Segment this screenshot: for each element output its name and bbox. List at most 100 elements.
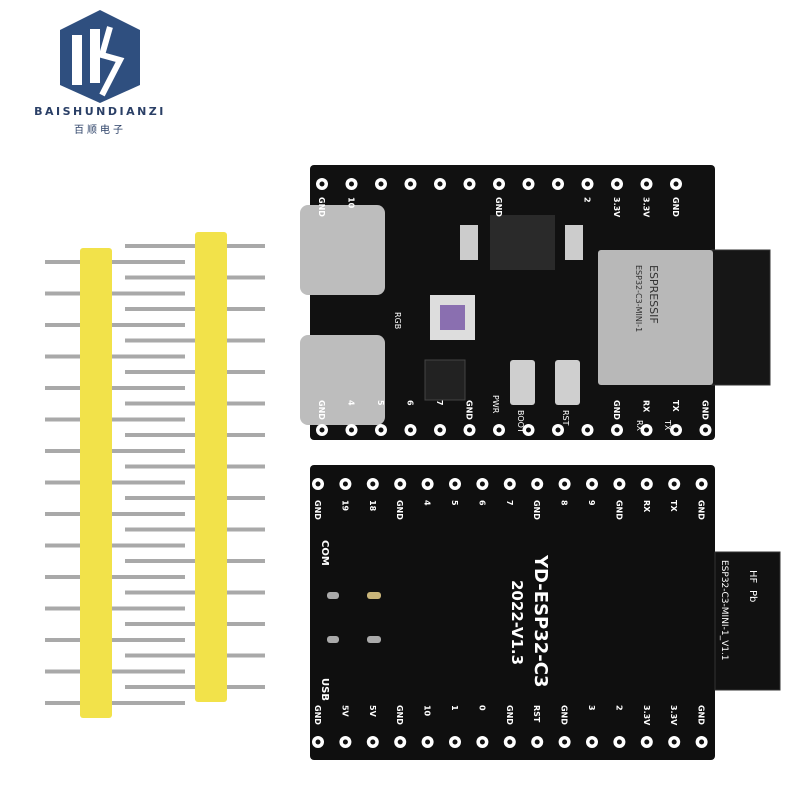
- pb-mark: Pb: [747, 590, 758, 602]
- pin-label: GND: [532, 500, 541, 520]
- capacitor: [460, 225, 478, 260]
- boot-button[interactable]: [510, 360, 535, 405]
- pin-hole-center: [644, 427, 649, 433]
- pin-hole-center: [526, 181, 531, 187]
- boot-label: BOOT: [516, 410, 525, 433]
- pin-hole-center: [452, 481, 458, 487]
- pin-label: GND: [494, 197, 503, 217]
- rx-led-label: RX: [635, 420, 644, 432]
- pin-hole-center: [479, 739, 485, 745]
- pin-label: 4: [347, 400, 356, 406]
- pin-hole-center: [408, 181, 413, 187]
- header-pin: [45, 575, 185, 579]
- module-back: [714, 551, 781, 691]
- pin-label: GND: [505, 705, 514, 725]
- pin-hole-center: [671, 481, 677, 487]
- pin-hole-center: [349, 427, 354, 433]
- pin-label: 3.3V: [642, 197, 651, 218]
- usb-c-port-2: [300, 335, 385, 425]
- pcb-back: [310, 465, 715, 760]
- pin-hole-center: [555, 181, 561, 187]
- rgb-label: RGB: [393, 312, 402, 329]
- pin-hole-center: [437, 181, 443, 187]
- pad: [367, 592, 381, 599]
- pin-hole-center: [562, 739, 568, 745]
- pin-hole-center: [370, 481, 376, 487]
- header-pin: [45, 386, 185, 390]
- pin-hole-center: [526, 427, 531, 433]
- pin-hole-center: [315, 739, 321, 745]
- pin-label: 4: [423, 500, 432, 506]
- header-pin: [45, 260, 185, 264]
- brand-logo: BAISHUNDIANZI 百顺电子: [10, 5, 190, 136]
- pin-label: 10: [347, 197, 356, 209]
- rst-label: RST: [561, 410, 570, 426]
- pin-hole-center: [397, 481, 403, 487]
- pin-hole-center: [703, 427, 708, 433]
- hf-mark: HF: [747, 570, 758, 584]
- pin-label: RX: [642, 500, 651, 513]
- header-pin: [45, 291, 185, 296]
- pin-hole-center: [507, 739, 513, 745]
- pad: [327, 592, 339, 599]
- pin-label: GND: [395, 500, 404, 520]
- pin-headers: [45, 232, 265, 718]
- header-pin: [45, 669, 185, 674]
- capacitor: [565, 225, 583, 260]
- header-pin: [45, 449, 185, 453]
- pin-hole-center: [614, 181, 620, 187]
- pin-label: 2: [583, 197, 592, 203]
- pin-hole-center: [673, 181, 679, 187]
- pin-label: 10: [423, 705, 432, 717]
- header-pin: [45, 480, 185, 485]
- usb-c-port-1: [300, 205, 385, 295]
- board-version: 2022-V1.3: [508, 580, 526, 665]
- pin-hole-center: [555, 427, 561, 433]
- pin-hole-center: [479, 481, 485, 487]
- pin-label: 1: [450, 705, 459, 711]
- pin-hole-center: [616, 481, 622, 487]
- pin-label: 5: [376, 400, 385, 406]
- pin-hole-center: [319, 181, 325, 187]
- pin-hole-center: [585, 181, 590, 187]
- module-back-label: ESP32-C3-MINI-1_V1.1: [719, 560, 729, 661]
- pin-hole-center: [408, 427, 413, 433]
- module-name: ESP32-C3-MINI-1: [634, 265, 643, 332]
- voltage-regulator: [490, 215, 555, 270]
- pin-label: GND: [317, 400, 326, 420]
- pin-hole-center: [425, 481, 431, 487]
- pin-label: GND: [701, 400, 710, 420]
- pin-label: 7: [435, 400, 444, 406]
- pin-label: 8: [560, 500, 569, 506]
- pin-hole-center: [467, 181, 472, 187]
- header-plastic: [195, 232, 227, 702]
- pin-label: 3.3V: [612, 197, 621, 218]
- reset-button[interactable]: [555, 360, 580, 405]
- pin-label: GND: [313, 705, 322, 725]
- pin-hole-center: [425, 739, 431, 745]
- header-pin: [45, 543, 185, 548]
- logo-text-en: BAISHUNDIANZI: [34, 105, 166, 118]
- pin-hole-center: [378, 181, 384, 187]
- pin-hole-center: [507, 481, 513, 487]
- pin-hole-center: [349, 181, 354, 187]
- pin-label: GND: [465, 400, 474, 420]
- pin-label: 5V: [340, 705, 349, 718]
- header-pin: [45, 323, 185, 327]
- pin-hole-center: [397, 739, 403, 745]
- pin-hole-center: [589, 481, 595, 487]
- pin-hole-center: [370, 739, 376, 745]
- rgb-led-lens: [440, 305, 465, 330]
- pin-label: 9: [587, 500, 596, 506]
- pin-label: RX: [642, 400, 651, 413]
- pin-label: GND: [614, 500, 623, 520]
- pin-hole-center: [496, 427, 502, 433]
- header-pin: [45, 638, 185, 642]
- header-pin: [45, 701, 185, 705]
- pin-label: 3: [587, 705, 596, 711]
- pin-label: 3.3V: [669, 705, 678, 726]
- pin-hole-center: [315, 481, 321, 487]
